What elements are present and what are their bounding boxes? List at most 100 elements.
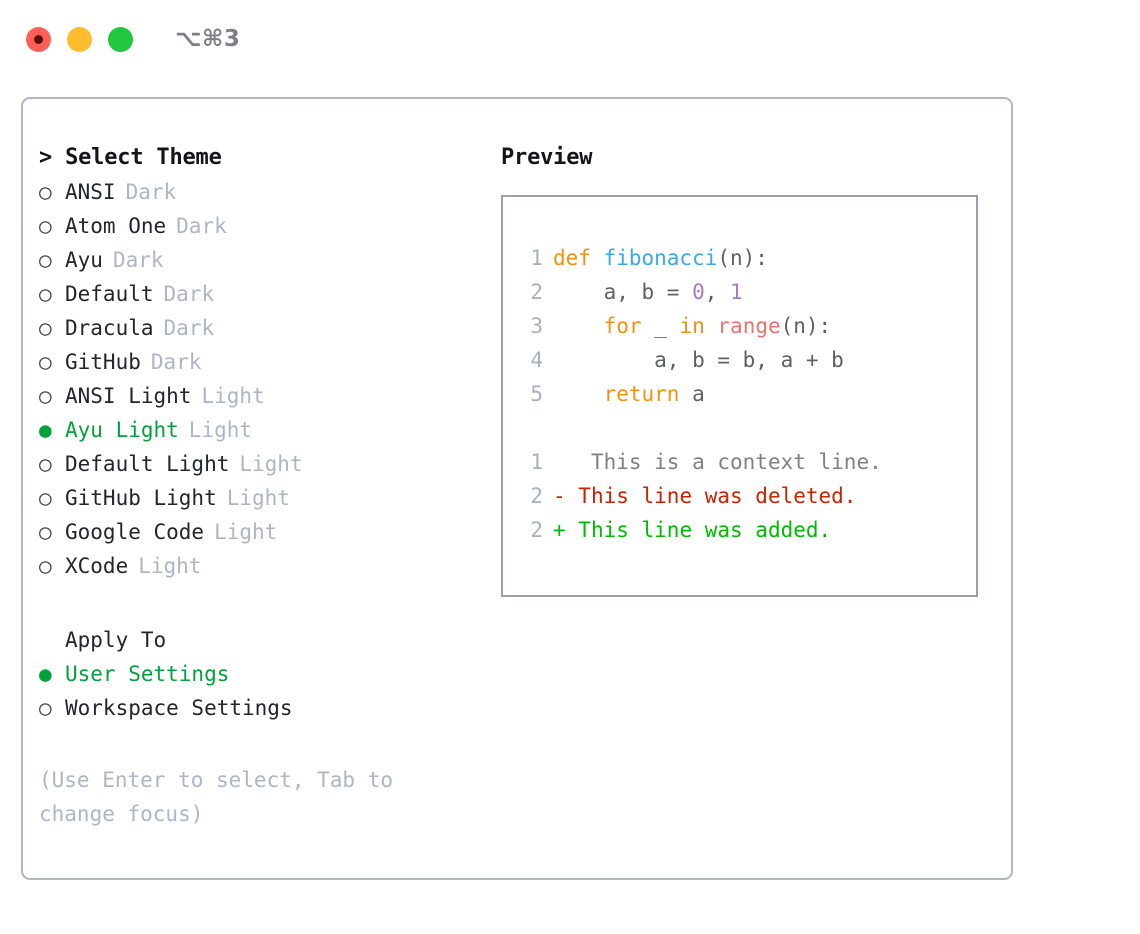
- theme-option-ayu[interactable]: ○ Ayu Dark: [39, 243, 489, 277]
- diff-text: This is a context line.: [565, 450, 882, 474]
- apply-to-option-workspace-settings[interactable]: ○Workspace Settings: [39, 691, 489, 725]
- code-token: fibonacci: [603, 246, 718, 270]
- code-token: for: [603, 314, 642, 338]
- code-blank-line: [519, 411, 976, 445]
- code-line: 5 return a: [519, 377, 976, 411]
- line-number: 1: [530, 246, 543, 270]
- apply-to-option-label: User Settings: [65, 662, 230, 686]
- theme-variant-tag: Light: [138, 554, 202, 578]
- theme-variant-tag: Light: [226, 486, 290, 510]
- theme-variant-tag: Light: [188, 418, 253, 442]
- preview-heading: Preview: [501, 145, 593, 170]
- apply-to-heading: Apply To: [65, 628, 167, 652]
- theme-option-label: Default Light: [65, 452, 230, 476]
- diff-snippet: 1 This is a context line. 2- This line wa…: [519, 445, 976, 547]
- theme-option-label: Google Code: [65, 520, 205, 544]
- code-token: _: [641, 314, 680, 338]
- theme-variant-tag: Dark: [150, 350, 202, 374]
- theme-option-label: ANSI Light: [65, 384, 192, 408]
- keyboard-hint-text: (Use Enter to select, Tab to change focu…: [39, 768, 406, 826]
- theme-option-label: Ayu Light: [65, 418, 179, 442]
- theme-variant-tag: Light: [239, 452, 303, 476]
- theme-option-label: Default: [65, 282, 154, 306]
- theme-variant-tag: Dark: [125, 180, 177, 204]
- code-token: 1: [730, 280, 743, 304]
- theme-variant-tag: Dark: [163, 316, 215, 340]
- code-token: a: [679, 382, 705, 406]
- code-token: [553, 382, 604, 406]
- keyboard-shortcut-label: ⌥⌘3: [175, 26, 241, 52]
- code-token: def: [553, 246, 604, 270]
- code-token: ,: [704, 280, 731, 304]
- radio-unselected-icon: ○: [39, 384, 52, 408]
- theme-option-ansi-light[interactable]: ○ ANSI Light Light: [39, 379, 489, 413]
- traffic-lights: [26, 26, 133, 52]
- diff-text: This line was deleted.: [565, 484, 857, 508]
- diff-text: This line was added.: [565, 518, 832, 542]
- recording-dot-icon: [34, 34, 43, 44]
- code-token: return: [603, 382, 680, 406]
- minimize-button-icon[interactable]: [67, 26, 92, 52]
- diff-marker: [553, 450, 566, 474]
- theme-option-atom-one[interactable]: ○ Atom One Dark: [39, 209, 489, 243]
- line-number: 3: [530, 314, 543, 338]
- section-spacer: [39, 583, 489, 623]
- line-number: 2: [530, 518, 543, 542]
- theme-option-dracula[interactable]: ○ Dracula Dark: [39, 311, 489, 345]
- code-token: range: [717, 314, 781, 338]
- theme-option-ayu-light[interactable]: ● Ayu Light Light: [39, 413, 489, 447]
- radio-unselected-icon: ○: [39, 316, 52, 340]
- apply-to-option-user-settings[interactable]: ● User Settings: [39, 657, 489, 691]
- line-number: 1: [530, 450, 543, 474]
- code-line: 3 for _ in range(n):: [519, 309, 976, 343]
- line-number: 5: [530, 382, 543, 406]
- radio-unselected-icon: ○: [39, 350, 52, 374]
- diff-line-del: 2- This line was deleted.: [519, 479, 976, 513]
- code-token: (n):: [780, 314, 832, 338]
- radio-selected-icon: ●: [39, 662, 52, 686]
- radio-unselected-icon: ○: [39, 214, 52, 238]
- radio-unselected-icon: ○: [39, 486, 52, 510]
- code-line: 2 a, b = 0, 1: [519, 275, 976, 309]
- select-theme-heading: > Select Theme: [39, 145, 222, 170]
- theme-variant-tag: Dark: [176, 214, 227, 238]
- diff-marker: +: [553, 518, 566, 542]
- theme-option-default-light[interactable]: ○ Default Light Light: [39, 447, 489, 481]
- theme-variant-tag: Light: [201, 384, 265, 408]
- code-token: in: [679, 314, 705, 338]
- line-number: 4: [530, 348, 543, 372]
- theme-option-label: XCode: [65, 554, 129, 578]
- radio-unselected-icon: ○: [39, 282, 52, 306]
- radio-unselected-icon: ○: [39, 452, 52, 476]
- radio-unselected-icon: ○: [39, 248, 52, 272]
- theme-option-label: Dracula: [65, 316, 154, 340]
- code-token: a, b =: [553, 280, 693, 304]
- code-line: 4 a, b = b, a + b: [519, 343, 976, 377]
- line-number: 2: [530, 484, 543, 508]
- line-number: 2: [530, 280, 543, 304]
- code-token: a, b = b, a + b: [553, 348, 844, 372]
- theme-variant-tag: Dark: [112, 248, 164, 272]
- theme-option-label: Atom One: [65, 214, 167, 238]
- diff-line-add: 2 + This line was added.: [519, 513, 976, 547]
- theme-option-default[interactable]: ○ Default Dark: [39, 277, 489, 311]
- theme-option-label: Ayu: [65, 248, 103, 272]
- theme-variant-tag: Dark: [163, 282, 215, 306]
- maximize-button-icon[interactable]: [108, 26, 133, 52]
- code-token: 0: [692, 280, 705, 304]
- window-titlebar: ⌥⌘3: [0, 0, 1140, 78]
- close-button-icon[interactable]: [26, 26, 51, 52]
- radio-selected-icon: ●: [39, 418, 52, 442]
